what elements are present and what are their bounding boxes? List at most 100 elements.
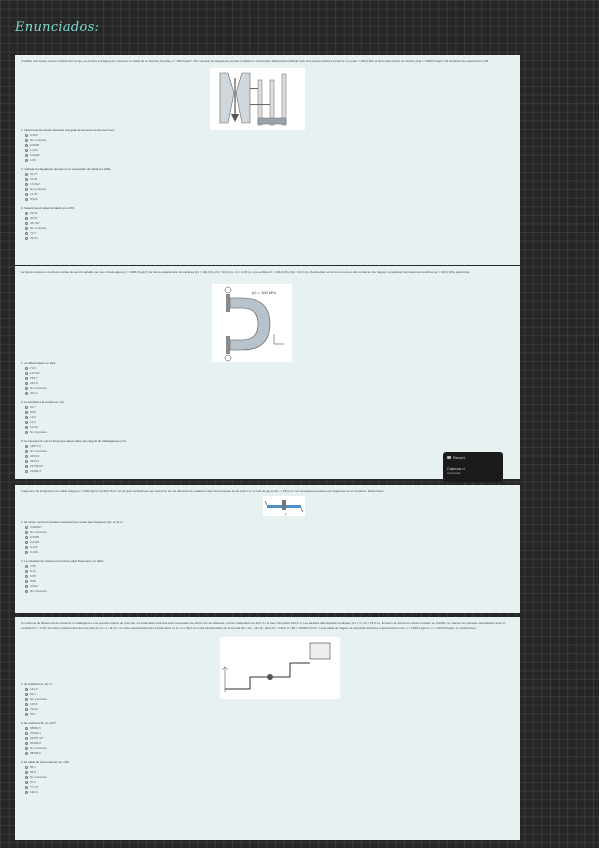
radio-icon[interactable] [25,148,28,152]
radio-icon[interactable] [25,525,28,529]
answer-option[interactable]: 85,1 [25,765,514,770]
answer-option[interactable]: 12,6e* [25,425,514,430]
radio-icon[interactable] [25,444,28,448]
answer-option[interactable]: 56183,8 [25,741,514,746]
answer-option[interactable]: 0,148 [25,550,514,555]
answer-option[interactable]: 13,6 [25,415,514,420]
answer-option[interactable]: 17,01e* [25,182,514,187]
radio-icon[interactable] [25,236,28,240]
answer-option[interactable]: 70603,1 [25,731,514,736]
answer-option[interactable]: No Contesta [25,589,514,594]
radio-icon[interactable] [25,786,28,789]
radio-icon[interactable] [25,781,28,784]
answer-option[interactable]: 0,0846e* [25,525,514,530]
answer-option[interactable]: 59,1 [25,712,514,717]
answer-option[interactable]: No contesta [25,138,514,143]
answer-option[interactable]: 8,88 [25,579,514,584]
answer-option[interactable]: 0,399 [25,133,514,138]
radio-icon[interactable] [25,545,28,549]
answer-option[interactable]: 1,020e* [25,153,514,158]
answer-option[interactable]: 136,6 [25,790,514,795]
radio-icon[interactable] [25,752,28,755]
answer-option[interactable]: 23,51 [25,211,514,216]
answer-option[interactable]: No Contesta [25,530,514,535]
radio-icon[interactable] [25,182,28,186]
radio-icon[interactable] [25,391,28,395]
radio-icon[interactable] [25,133,28,137]
radio-icon[interactable] [25,177,28,181]
radio-icon[interactable] [25,530,28,534]
answer-option[interactable]: 22,01 [25,177,514,182]
radio-icon[interactable] [25,589,28,593]
radio-icon[interactable] [25,405,28,409]
answer-option[interactable]: 243,9 [25,381,514,386]
answer-option[interactable]: 125,5 [25,702,514,707]
radio-icon[interactable] [25,371,28,375]
answer-option[interactable]: 33,74e* [25,221,514,226]
radio-icon[interactable] [25,420,28,424]
radio-icon[interactable] [25,771,28,774]
answer-option[interactable]: No contesta [25,187,514,192]
radio-icon[interactable] [25,459,28,463]
radio-icon[interactable] [25,693,28,696]
answer-option[interactable]: 221,4 [25,391,514,396]
answer-option[interactable]: 0,920 [25,197,514,202]
answer-option[interactable]: No Contesta [25,386,514,391]
radio-icon[interactable] [25,550,28,554]
answer-option[interactable]: 71,6 [25,366,514,371]
radio-icon[interactable] [25,727,28,730]
answer-option[interactable]: 6,65 [25,574,514,579]
radio-icon[interactable] [25,187,28,191]
radio-icon[interactable] [25,376,28,380]
answer-option[interactable]: 51,37 [25,172,514,177]
radio-icon[interactable] [25,158,28,162]
radio-icon[interactable] [25,698,28,701]
answer-option[interactable]: 22,7 [25,405,514,410]
answer-option[interactable]: 4154,0 [25,454,514,459]
radio-icon[interactable] [25,569,28,573]
answer-option[interactable]: 161,5 [25,687,514,692]
answer-option[interactable]: 64357,4e* [25,736,514,741]
answer-option[interactable]: No contesta [25,226,514,231]
radio-icon[interactable] [25,584,28,588]
radio-icon[interactable] [25,732,28,735]
radio-icon[interactable] [25,574,28,578]
answer-option[interactable]: 11,76 [25,192,514,197]
answer-option[interactable]: 0,0039 [25,143,514,148]
radio-icon[interactable] [25,386,28,390]
radio-icon[interactable] [25,535,28,539]
radio-icon[interactable] [25,454,28,458]
answer-option[interactable]: 58206,6 [25,751,514,756]
answer-option[interactable]: No Contesta [25,449,514,454]
answer-option[interactable]: 53,1 [25,692,514,697]
radio-icon[interactable] [25,737,28,740]
answer-option[interactable]: No Contesta [25,775,514,780]
answer-option[interactable]: No Contesta [25,430,514,435]
answer-option[interactable]: 57,6 [25,780,514,785]
answer-option[interactable]: 8,60 [25,410,514,415]
answer-option[interactable]: 113,3e* [25,371,514,376]
radio-icon[interactable] [25,381,28,385]
radio-icon[interactable] [25,143,28,147]
answer-option[interactable]: 2,55 [25,564,514,569]
radio-icon[interactable] [25,192,28,196]
answer-option[interactable]: 4,99e* [25,584,514,589]
radio-icon[interactable] [25,226,28,230]
radio-icon[interactable] [25,791,28,794]
radio-icon[interactable] [25,464,28,468]
radio-icon[interactable] [25,449,28,453]
radio-icon[interactable] [25,415,28,419]
answer-option[interactable]: 43,44 [25,236,514,241]
radio-icon[interactable] [25,425,28,429]
answer-option[interactable]: 58082,5 [25,726,514,731]
radio-icon[interactable] [25,197,28,201]
answer-option[interactable]: 15403,4 [25,469,514,474]
answer-option[interactable]: 0,0655 [25,535,514,540]
radio-icon[interactable] [25,688,28,691]
radio-icon[interactable] [25,231,28,235]
radio-icon[interactable] [25,469,28,473]
answer-option[interactable]: 1,69 [25,158,514,163]
screenshot-notification[interactable]: Recort Captura d Guardada [443,452,503,482]
answer-option[interactable]: 12,5 [25,420,514,425]
answer-option[interactable]: 71,6 [25,231,514,236]
